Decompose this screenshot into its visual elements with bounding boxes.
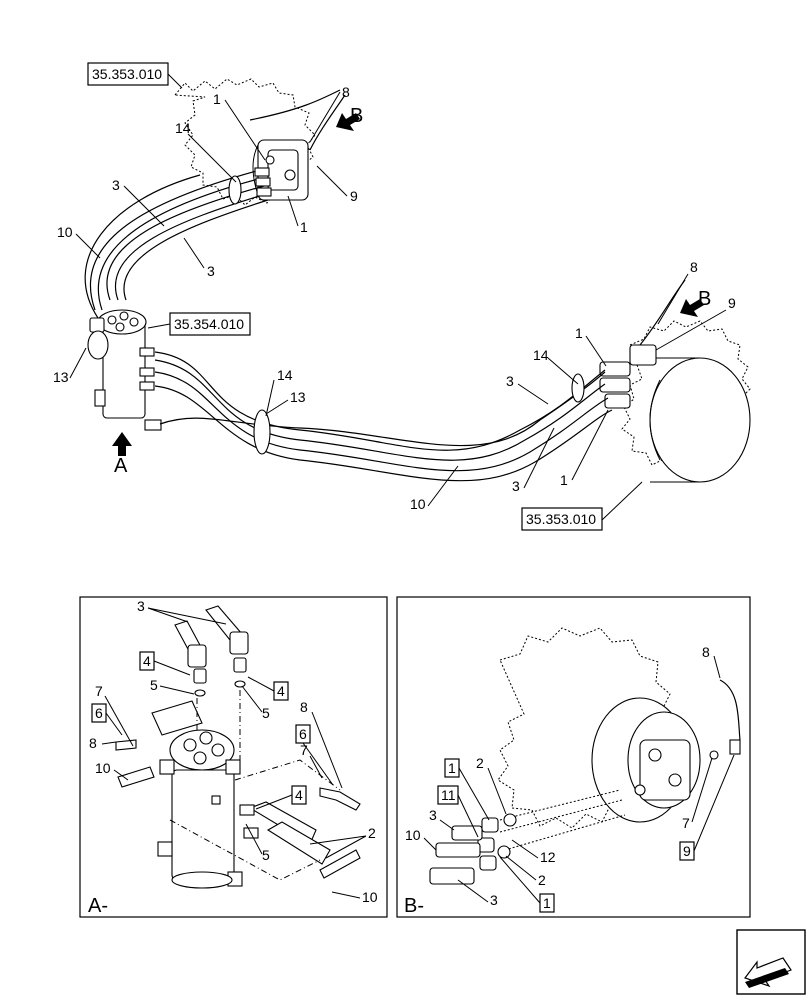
- next-page-icon[interactable]: [736, 929, 806, 995]
- label: 4: [277, 683, 285, 699]
- detail-a-title: A-: [88, 895, 108, 917]
- detail-a-hoses-right: [115, 739, 361, 879]
- callout: 9: [728, 295, 736, 311]
- label: 1: [543, 895, 551, 911]
- main-assembly: 35.353.010 35.354.010 35.353.010 A B B 1: [53, 62, 751, 531]
- view-b-top-label: B: [350, 105, 363, 127]
- label: 5: [262, 705, 270, 721]
- view-a-label: A: [114, 455, 128, 477]
- label: 4: [295, 787, 303, 803]
- label: 8: [300, 699, 308, 715]
- callout: 1: [560, 472, 568, 488]
- callout: 14: [533, 347, 549, 363]
- detail-b-title: B-: [404, 895, 424, 917]
- right-motor-drum: [640, 357, 751, 483]
- detail-b-panel: B- 1: [396, 596, 751, 918]
- detail-a-hoses-top: [174, 605, 249, 697]
- callout: 1: [575, 325, 583, 341]
- center-valve: [87, 309, 162, 431]
- label: 8: [89, 735, 97, 751]
- label: 7: [95, 683, 103, 699]
- view-b-right-label: B: [698, 288, 711, 310]
- label: 5: [262, 847, 270, 863]
- ref-box-valve[interactable]: 35.354.010: [169, 312, 251, 336]
- ref-text-valve: 35.354.010: [174, 316, 244, 332]
- label: 4: [143, 653, 151, 669]
- view-a-arrow: A: [112, 432, 132, 477]
- label: 6: [299, 726, 307, 742]
- label: 2: [538, 872, 546, 888]
- label: 3: [490, 892, 498, 908]
- callout: 13: [53, 369, 69, 385]
- callout: 1: [300, 219, 308, 235]
- label: 10: [405, 827, 421, 843]
- ref-text-motor-top: 35.353.010: [92, 66, 162, 82]
- detail-b-labels: 1 1 11 2 2 3 3 10 12 8 7 9: [405, 644, 735, 913]
- callout: 10: [57, 224, 73, 240]
- callout: 9: [350, 188, 358, 204]
- detail-b-connection-lines: [499, 789, 626, 851]
- view-b-top-arrow: B: [336, 105, 363, 131]
- callout: 13: [290, 389, 306, 405]
- label: 8: [702, 644, 710, 660]
- label: 10: [362, 889, 378, 905]
- label: 3: [429, 807, 437, 823]
- hoses-top: [84, 89, 346, 319]
- callout: 1: [213, 91, 221, 107]
- label: 5: [150, 677, 158, 693]
- label: 7: [682, 815, 690, 831]
- label: 2: [368, 825, 376, 841]
- label: 9: [683, 843, 691, 859]
- label: 1: [448, 760, 456, 776]
- callout: 3: [112, 177, 120, 193]
- callout: 3: [207, 263, 215, 279]
- label: 2: [476, 755, 484, 771]
- callout: 3: [512, 478, 520, 494]
- detail-a-valve: [151, 700, 243, 889]
- ref-text-motor-bottom: 35.353.010: [526, 511, 596, 527]
- ref-box-motor-bottom[interactable]: 35.353.010: [521, 507, 603, 531]
- callout: 14: [175, 120, 191, 136]
- callout: 3: [506, 373, 514, 389]
- callout: 8: [690, 259, 698, 275]
- main-callouts: 1 1 14 8 9 3 3 10 13 14 13 10 3: [53, 84, 736, 512]
- label: 10: [95, 760, 111, 776]
- label: 12: [540, 849, 556, 865]
- callout: 14: [277, 367, 293, 383]
- ref-box-motor-top[interactable]: 35.353.010: [87, 62, 169, 86]
- right-motor-fittings: [599, 344, 657, 409]
- detail-a-panel: A-: [79, 596, 388, 918]
- view-b-right-arrow: B: [680, 288, 711, 317]
- detail-b-motor: [591, 697, 701, 823]
- detail-a-labels: 3 4 4 4 5 5 5 6 6 7 7: [89, 598, 378, 905]
- label: 11: [441, 787, 456, 803]
- callout: 10: [410, 496, 426, 512]
- label: 6: [95, 705, 103, 721]
- callout: 8: [342, 84, 350, 100]
- label: 3: [137, 598, 145, 614]
- label: 7: [300, 742, 308, 758]
- detail-a-centerlines: [169, 690, 341, 881]
